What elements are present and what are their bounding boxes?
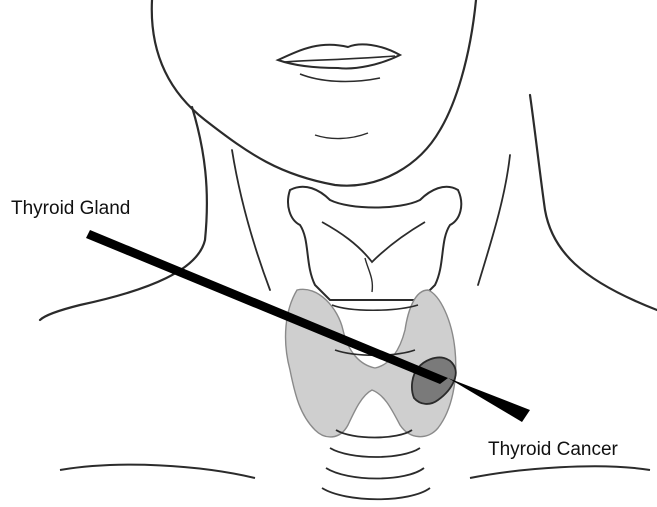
trachea-ring-4 [322,488,430,499]
jaw-outline [152,0,476,186]
left-clavicle [60,465,255,478]
chin-crease [315,133,368,139]
neck-right-outline [530,95,657,310]
thyroid-gland-label: Thyroid Gland [11,199,130,218]
thyroid-cancer-label: Thyroid Cancer [488,440,618,459]
lower-lip [300,74,380,81]
gland-pointer [86,230,448,384]
thyroid-cartilage [322,222,425,262]
trachea-ring-1 [336,430,412,438]
right-muscle-line [478,155,510,285]
trachea-ring-2 [330,448,420,457]
lip-line [284,56,395,62]
right-clavicle [470,466,650,478]
cancer-pointer [448,378,530,422]
cartilage-notch [365,258,372,292]
left-muscle-line [232,150,270,290]
larynx-outline [288,187,461,300]
cricoid-upper [332,305,418,310]
trachea-ring-3 [326,468,424,479]
